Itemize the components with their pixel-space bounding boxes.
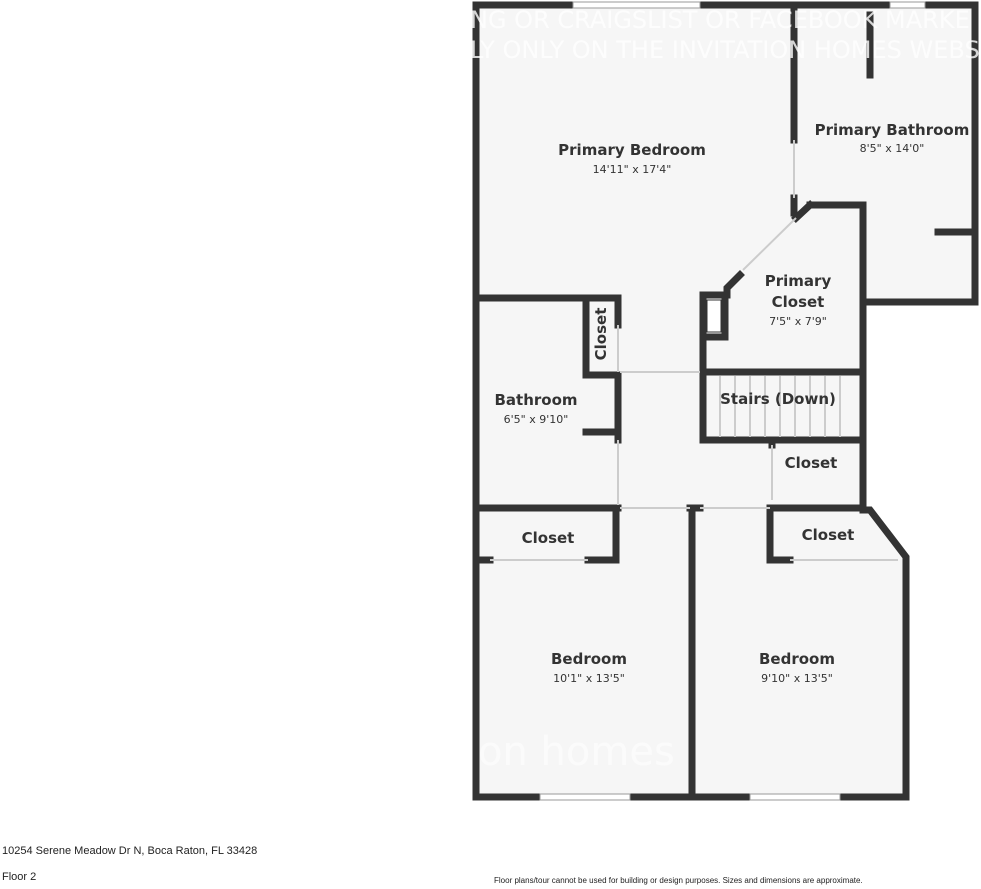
window <box>889 1 926 9</box>
openings <box>490 1 926 801</box>
room-name: Primary <box>765 272 832 290</box>
room-dims: 10'1" x 13'5" <box>553 672 625 685</box>
room-name: Bathroom <box>494 391 577 409</box>
room-name: Closet <box>785 454 838 472</box>
room-dims: 7'5" x 7'9" <box>769 315 827 328</box>
room-name: Stairs (Down) <box>720 390 836 408</box>
room-dims: 8'5" x 14'0" <box>860 142 925 155</box>
room-name: Primary Bedroom <box>558 141 706 159</box>
room-name: Bedroom <box>759 650 835 668</box>
room-dims: 6'5" x 9'10" <box>504 413 569 426</box>
watermark-logo: on homes <box>478 729 675 775</box>
walls <box>472 1 979 801</box>
room-name: Closet <box>522 529 575 547</box>
floor-label: Floor 2 <box>2 871 37 883</box>
address: 10254 Serene Meadow Dr N, Boca Raton, FL… <box>2 845 258 857</box>
watermark-line1: NG OR CRAIGSLIST OR FACEBOOK MARKE <box>470 6 970 34</box>
window <box>539 793 631 801</box>
stair-treads <box>719 376 841 437</box>
watermark-line2: LY ONLY ON THE INVITATION HOMES WEBS <box>470 36 980 64</box>
room-dims: 9'10" x 13'5" <box>761 672 833 685</box>
room-dims: 14'11" x 17'4" <box>593 163 672 176</box>
room-name: Primary Bathroom <box>815 121 970 139</box>
disclaimer: Floor plans/tour cannot be used for buil… <box>494 876 863 885</box>
room-name: Closet <box>772 293 825 311</box>
fireplace-hatch <box>706 299 722 333</box>
room-name: Bedroom <box>551 650 627 668</box>
room-name: Closet <box>802 526 855 544</box>
room-name: Closet <box>592 308 610 361</box>
window <box>572 1 701 9</box>
window <box>749 793 841 801</box>
